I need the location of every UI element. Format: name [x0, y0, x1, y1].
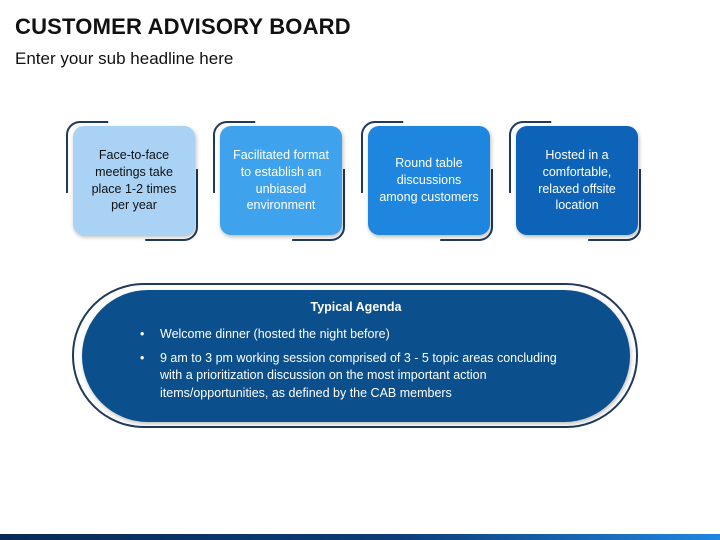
page-subtitle: Enter your sub headline here — [15, 49, 234, 68]
page-title: CUSTOMER ADVISORY BOARD — [15, 14, 351, 39]
agenda-panel: Typical Agenda Welcome dinner (hosted th… — [82, 290, 630, 422]
feature-card-4: Hosted in a comfortable, relaxed offsite… — [509, 121, 641, 241]
card-bracket-top-left — [361, 121, 404, 193]
feature-card-1: Face-to-face meetings take place 1-2 tim… — [66, 121, 198, 241]
feature-card-text: Face-to-face meetings take place 1-2 tim… — [73, 126, 195, 235]
agenda-outline — [72, 283, 638, 428]
feature-card-3: Round table discussions among customers — [361, 121, 493, 241]
card-bracket-top-left — [213, 121, 256, 193]
card-bracket-top-left — [66, 121, 109, 193]
agenda-list: Welcome dinner (hosted the night before)… — [140, 326, 580, 408]
card-bracket-bottom-right — [145, 169, 198, 241]
bottom-accent-bar — [0, 534, 720, 540]
feature-card-2: Facilitated format to establish an unbia… — [213, 121, 345, 241]
feature-card-text: Facilitated format to establish an unbia… — [220, 126, 342, 235]
agenda-title: Typical Agenda — [310, 300, 402, 314]
feature-card-text: Hosted in a comfortable, relaxed offsite… — [516, 126, 638, 235]
card-bracket-bottom-right — [588, 169, 641, 241]
feature-card-text: Round table discussions among customers — [368, 126, 490, 235]
card-bracket-bottom-right — [292, 169, 345, 241]
agenda-item: 9 am to 3 pm working session comprised o… — [140, 350, 580, 403]
agenda-item: Welcome dinner (hosted the night before) — [140, 326, 580, 344]
card-bracket-top-left — [509, 121, 552, 193]
card-bracket-bottom-right — [440, 169, 493, 241]
